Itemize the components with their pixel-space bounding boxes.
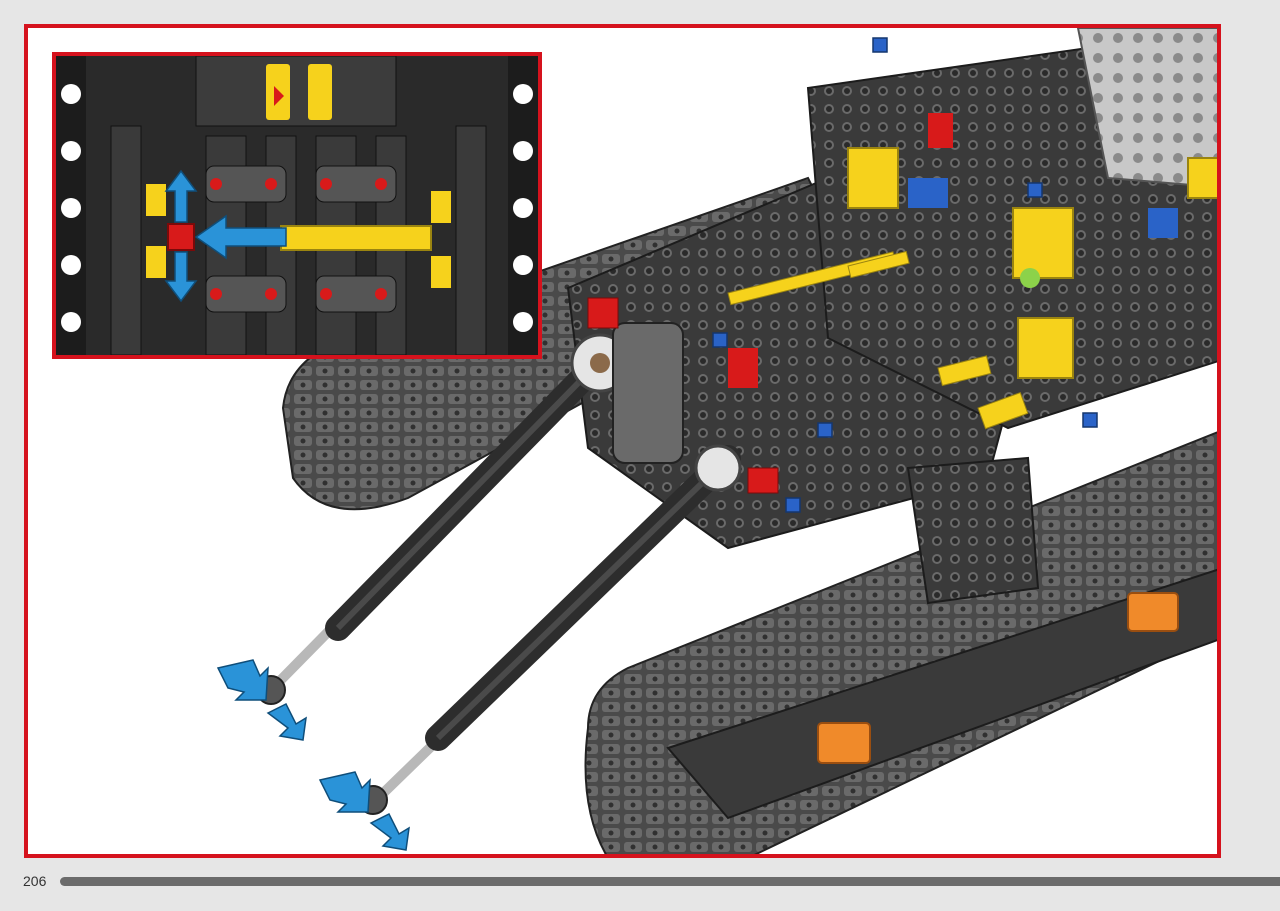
axle-connector-icon: [167, 223, 195, 251]
detail-illustration: [56, 56, 538, 355]
detail-inset: [52, 52, 542, 359]
orange-connector-upper: [1127, 592, 1179, 632]
upper-structure: [728, 28, 1217, 430]
yellow-axle: [280, 225, 432, 251]
progress-bar: [60, 877, 1280, 886]
connector-blocks: [205, 165, 397, 313]
main-illustration-frame: [24, 24, 1221, 858]
page-number: 206: [23, 873, 47, 889]
blue-pins: [712, 37, 1098, 513]
yellow-axles: [727, 250, 1029, 430]
pivot-assembly: [570, 297, 779, 494]
track-right: [584, 431, 1217, 854]
orange-connector-lower: [817, 722, 871, 764]
linear-actuator-right: [358, 445, 741, 815]
model-illustration: [216, 28, 1217, 854]
blue-arrow-icon: [216, 659, 410, 851]
blue-arrow-icon: [164, 169, 287, 303]
